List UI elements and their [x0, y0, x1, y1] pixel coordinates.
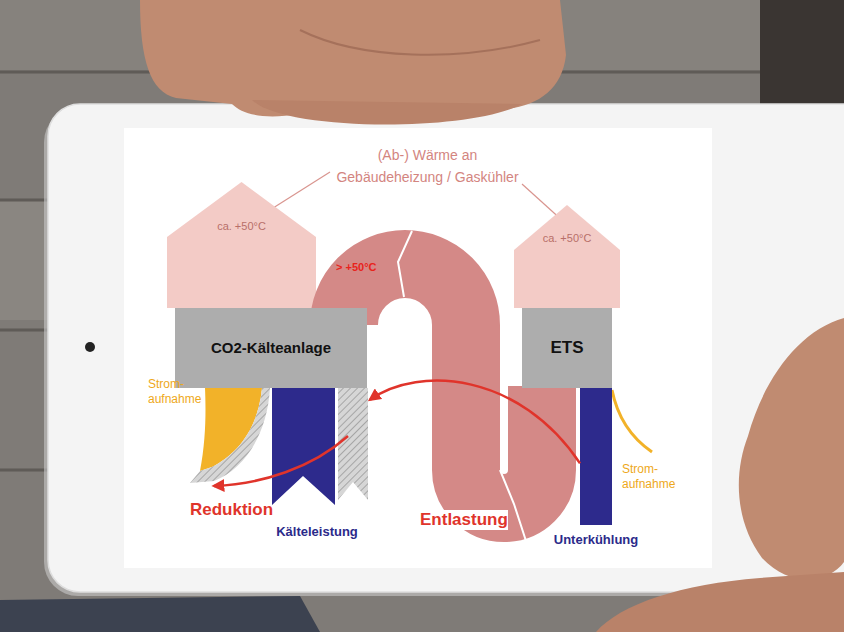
cooling-band-shape [272, 388, 370, 505]
heat-house-shape [167, 182, 316, 308]
heat-house-shape [514, 205, 620, 308]
node-text: ca. +50°C [514, 232, 620, 245]
heat-house: ca. +50°C [514, 205, 620, 308]
system-box: CO2-Kälteanlage [175, 308, 367, 388]
power-label: Strom- aufnahme [622, 462, 684, 492]
node-text: ca. +50°C [167, 220, 316, 233]
heat-band-shape [310, 230, 576, 542]
node-text: ETS [550, 338, 583, 358]
node-text: > +50°C [336, 261, 376, 274]
label-anchor: Entlastung [420, 510, 508, 530]
heat-band: > +50°C [310, 230, 576, 542]
label-anchor: (Ab-) Wärme an Gebäudeheizung / Gaskühle… [330, 144, 525, 188]
system-box: ETS [522, 308, 612, 388]
power-label: Strom- aufnahme [148, 377, 206, 407]
label-anchor: Strom- aufnahme [148, 377, 206, 407]
reduction-label: Reduktion [190, 500, 300, 520]
heat-house: ca. +50°C [167, 182, 316, 308]
node-text: CO2-Kälteanlage [211, 339, 331, 356]
node-text: Kälteleistung [276, 525, 358, 540]
edge-label: Entlastung [420, 510, 508, 530]
node-text: Unterkühlung [554, 533, 639, 548]
subcool-band-shape [580, 388, 612, 525]
heading-text: (Ab-) Wärme an Gebäudeheizung / Gaskühle… [330, 144, 525, 188]
subcool-band: Unterkühlung [580, 388, 612, 525]
label-anchor: Strom- aufnahme [622, 462, 684, 492]
cooling-band: Kälteleistung [272, 388, 370, 505]
label-anchor: Reduktion [190, 500, 300, 520]
